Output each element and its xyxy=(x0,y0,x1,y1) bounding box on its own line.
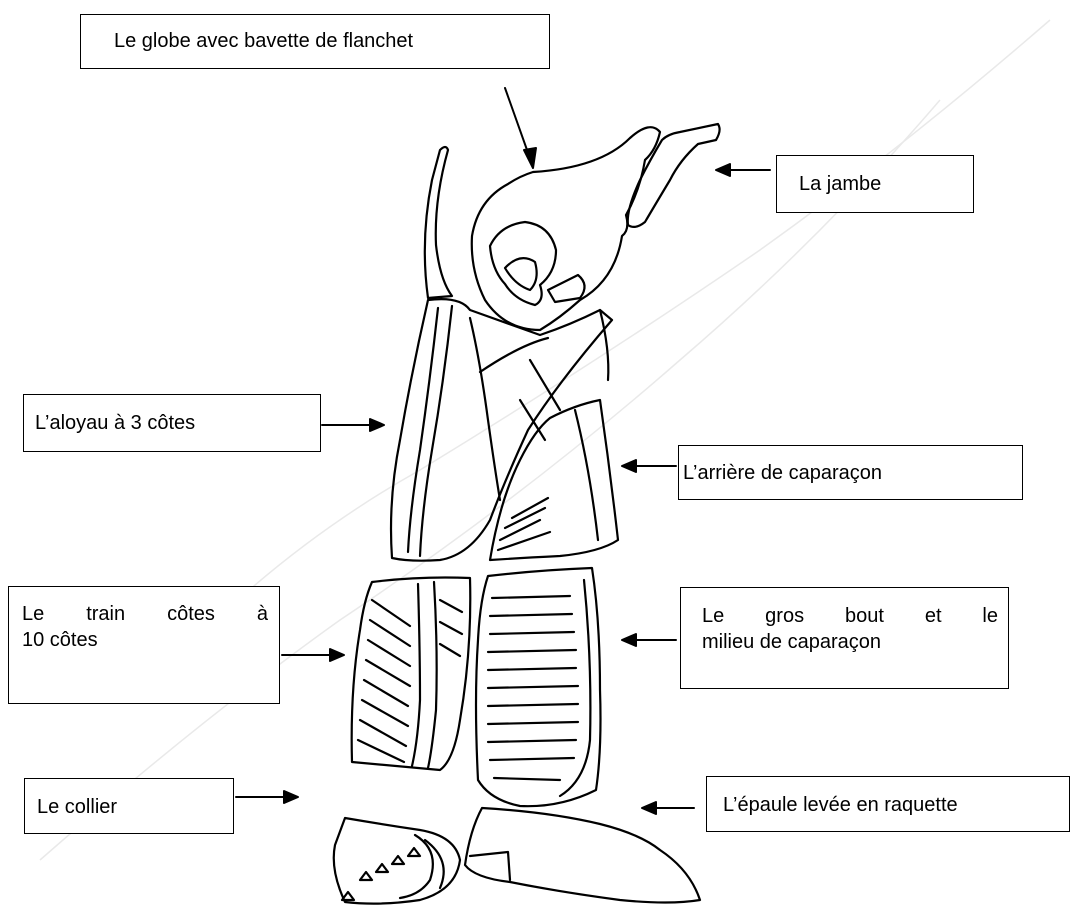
label-epaule-text: L’épaule levée en raquette xyxy=(723,792,958,818)
collier-piece xyxy=(334,818,460,904)
label-gros-bout-line2: milieu de caparaçon xyxy=(702,629,881,655)
arriere-caparacon-piece xyxy=(490,400,618,560)
label-collier-text: Le collier xyxy=(37,794,117,820)
label-train-cotes-line2: 10 côtes xyxy=(22,627,98,653)
label-arriere-caparacon-text: L’arrière de caparaçon xyxy=(683,460,882,486)
globe-piece xyxy=(472,127,660,330)
label-gros-bout-line1: Le gros bout et le xyxy=(702,603,998,629)
label-jambe: La jambe xyxy=(776,155,974,213)
label-aloyau-text: L’aloyau à 3 côtes xyxy=(35,410,195,436)
label-jambe-text: La jambe xyxy=(799,171,881,197)
bavette-strip xyxy=(425,147,452,298)
label-train-cotes-line1: Le train côtes à xyxy=(22,601,268,627)
train-cotes-piece xyxy=(352,578,471,771)
epaule-piece xyxy=(465,808,700,903)
label-arriere-caparacon: L’arrière de caparaçon xyxy=(678,445,1023,500)
jambe-piece xyxy=(628,124,720,227)
label-epaule: L’épaule levée en raquette xyxy=(706,776,1070,832)
label-globe-text: Le globe avec bavette de flanchet xyxy=(114,28,413,54)
label-train-cotes: Le train côtes à 10 côtes xyxy=(8,586,280,704)
label-collier: Le collier xyxy=(24,778,234,834)
label-globe: Le globe avec bavette de flanchet xyxy=(80,14,550,69)
label-gros-bout: Le gros bout et le milieu de caparaçon xyxy=(680,587,1009,689)
label-aloyau: L’aloyau à 3 côtes xyxy=(23,394,321,452)
gros-bout-piece xyxy=(476,568,601,806)
